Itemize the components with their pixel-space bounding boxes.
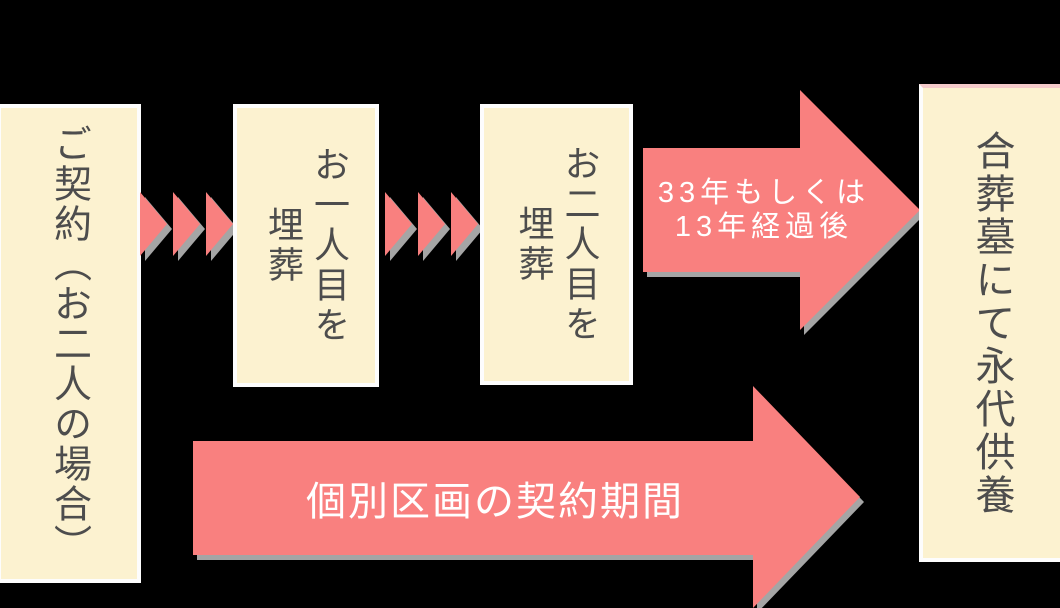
arrow-33-years [643,90,920,330]
step-second-burial-label: お二人目を 埋葬 [513,144,601,345]
right-arrow-shape [643,90,920,330]
arrow-33-years-label: 33年もしくは 13年経過後 [657,177,871,243]
chevron-right-icon [451,192,478,256]
step-box-final-memorial: 合葬墓にて永代供養 [919,84,1060,562]
step-final-memorial-label: 合葬墓にて永代供養 [969,129,1014,517]
step-first-burial-label: お一人目を 埋葬 [263,145,350,346]
chevron-right-icon [385,192,412,256]
chevron-right-icon [140,192,167,256]
chevron-right-icon [173,192,200,256]
chevron-right-icon [418,192,445,256]
chevron-group-2 [385,192,478,256]
arrow-contract-period [193,386,860,608]
chevron-right-icon [206,192,233,256]
step-box-first-burial: お一人目を 埋葬 [233,104,379,387]
step-box-second-burial: お二人目を 埋葬 [480,104,633,385]
step-contract-label: ご契約（お二人の場合） [47,123,90,564]
right-arrow-shape [193,386,860,608]
arrow-contract-period-label: 個別区画の契約期間 [306,480,684,524]
chevron-group-1 [140,192,233,256]
step-box-contract: ご契約（お二人の場合） [0,104,141,583]
